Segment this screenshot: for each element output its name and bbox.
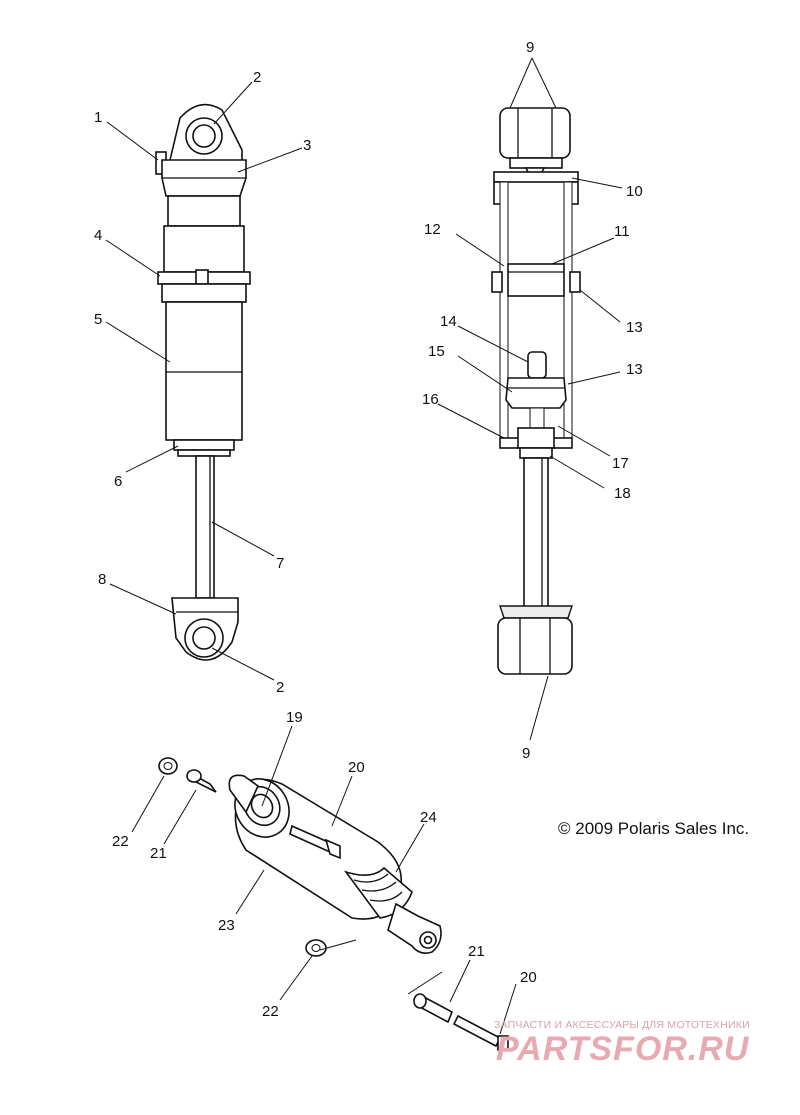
callout-22-upper: 22 [112,833,129,850]
callout-labels: 1 2 3 4 5 6 7 8 2 9 10 11 12 13 14 15 13… [94,39,643,1020]
callout-9-top: 9 [526,39,534,56]
callout-2-bottom: 2 [276,679,284,696]
callout-22-lower: 22 [262,1003,279,1020]
callout-14: 14 [440,313,457,330]
callout-24: 24 [420,809,437,826]
callout-10: 10 [626,183,643,200]
callout-13-upper: 13 [626,319,643,336]
leader-lines [105,57,623,1035]
right-shock-cross-section [491,107,581,675]
callout-13-lower: 13 [626,361,643,378]
callout-23: 23 [218,917,235,934]
watermark-tagline: ЗАПЧАСТИ И АКСЕССУАРЫ ДЛЯ МОТОТЕХНИКИ [494,1019,750,1031]
bottom-shock-perspective [158,757,509,1051]
callout-16: 16 [422,391,439,408]
callout-8: 8 [98,571,106,588]
callout-19: 19 [286,709,303,726]
callout-9-bottom: 9 [522,745,530,762]
callout-5: 5 [94,311,102,328]
callout-1: 1 [94,109,102,126]
callout-11: 11 [614,223,630,240]
copyright-notice: © 2009 Polaris Sales Inc. [558,819,750,838]
callout-15: 15 [428,343,445,360]
callout-6: 6 [114,473,122,490]
callout-12: 12 [424,221,441,238]
callout-17: 17 [612,455,629,472]
callout-18: 18 [614,485,631,502]
callout-20-upper: 20 [348,759,365,776]
callout-2-top: 2 [253,69,261,86]
callout-20-lower: 20 [520,969,537,986]
callout-4: 4 [94,227,102,244]
watermark-logo: PARTSFOR.RU [496,1030,750,1068]
callout-3: 3 [303,137,311,154]
callout-21-upper: 21 [150,845,167,862]
left-shock-assembly [155,103,251,661]
callout-21-lower: 21 [468,943,485,960]
callout-7: 7 [276,555,284,572]
